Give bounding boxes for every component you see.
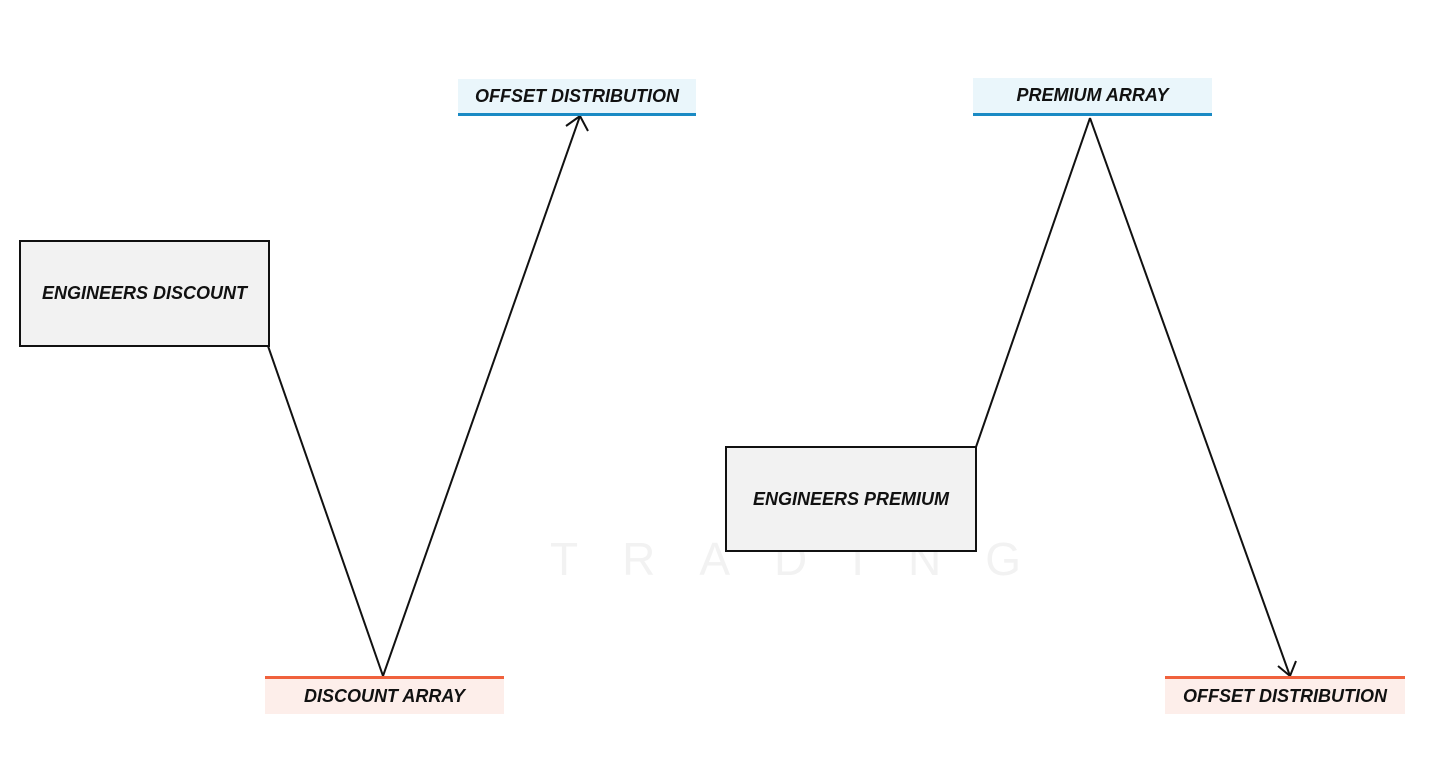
engineers-premium-box: ENGINEERS PREMIUM [725, 446, 977, 552]
left-arrowhead [565, 114, 589, 132]
right-up-leg [975, 117, 1091, 448]
right-offset-distribution-label: OFFSET DISTRIBUTION [1165, 676, 1405, 714]
left-up-leg [382, 115, 581, 677]
left-offset-distribution-label: OFFSET DISTRIBUTION [458, 79, 696, 116]
left-down-leg [267, 345, 384, 677]
right-down-leg [1089, 117, 1291, 677]
engineers-discount-box: ENGINEERS DISCOUNT [19, 240, 270, 347]
premium-array-label: PREMIUM ARRAY [973, 78, 1212, 116]
discount-array-label: DISCOUNT ARRAY [265, 676, 504, 714]
